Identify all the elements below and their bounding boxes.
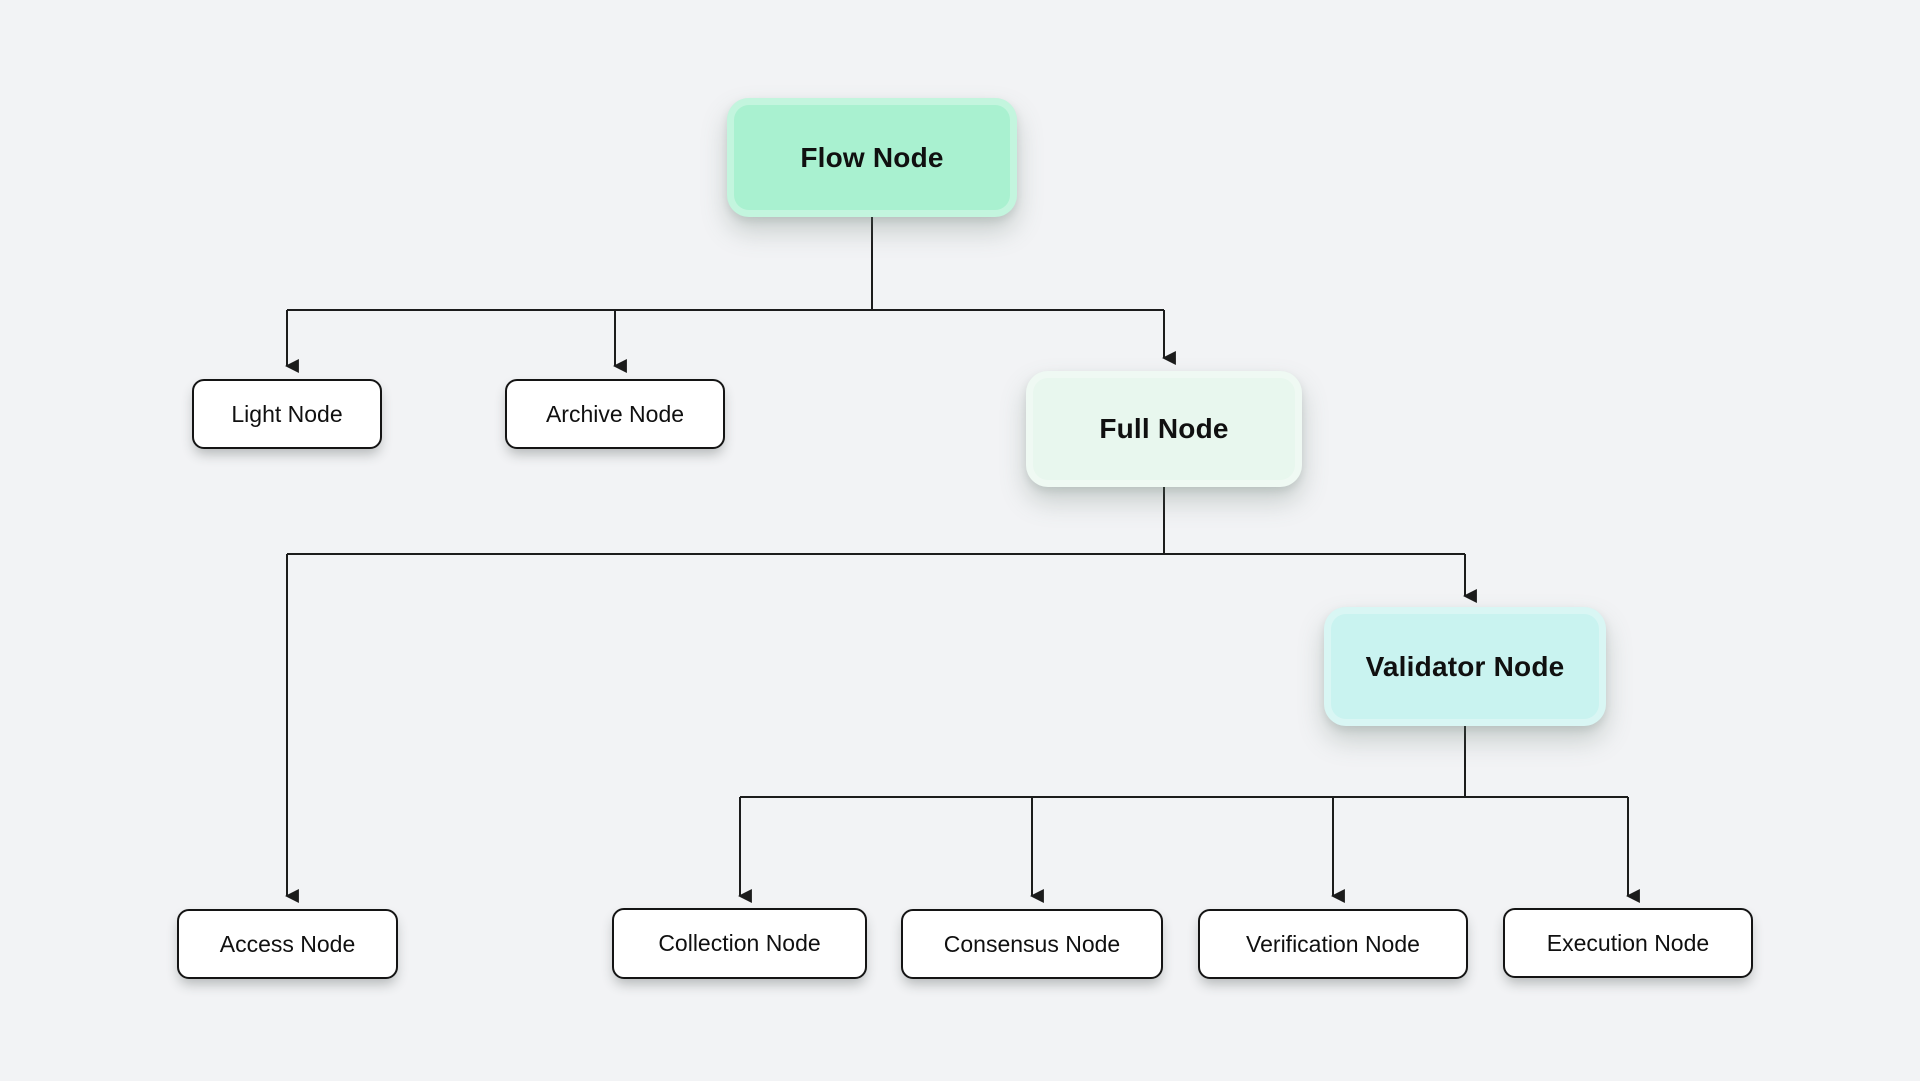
- node-access-label: Access Node: [219, 930, 356, 957]
- node-flow[interactable]: Flow Node: [727, 98, 1017, 217]
- node-full[interactable]: Full Node: [1026, 371, 1302, 487]
- node-flow-label: Flow Node: [800, 141, 944, 173]
- node-light-label: Light Node: [231, 400, 343, 427]
- node-verification-label: Verification Node: [1246, 930, 1420, 957]
- node-light[interactable]: Light Node: [192, 379, 382, 449]
- node-execution[interactable]: Execution Node: [1503, 908, 1753, 978]
- node-execution-label: Execution Node: [1546, 929, 1710, 956]
- node-collection-label: Collection Node: [658, 930, 821, 956]
- node-collection[interactable]: Collection Node: [612, 908, 867, 979]
- node-consensus[interactable]: Consensus Node: [901, 909, 1163, 979]
- node-validator[interactable]: Validator Node: [1324, 607, 1606, 726]
- node-full-label: Full Node: [1099, 413, 1229, 444]
- node-consensus-label: Consensus Node: [943, 930, 1121, 957]
- node-archive[interactable]: Archive Node: [505, 379, 725, 449]
- node-access[interactable]: Access Node: [177, 909, 398, 979]
- node-verification[interactable]: Verification Node: [1198, 909, 1468, 979]
- node-validator-label: Validator Node: [1365, 650, 1565, 682]
- node-archive-label: Archive Node: [545, 400, 685, 427]
